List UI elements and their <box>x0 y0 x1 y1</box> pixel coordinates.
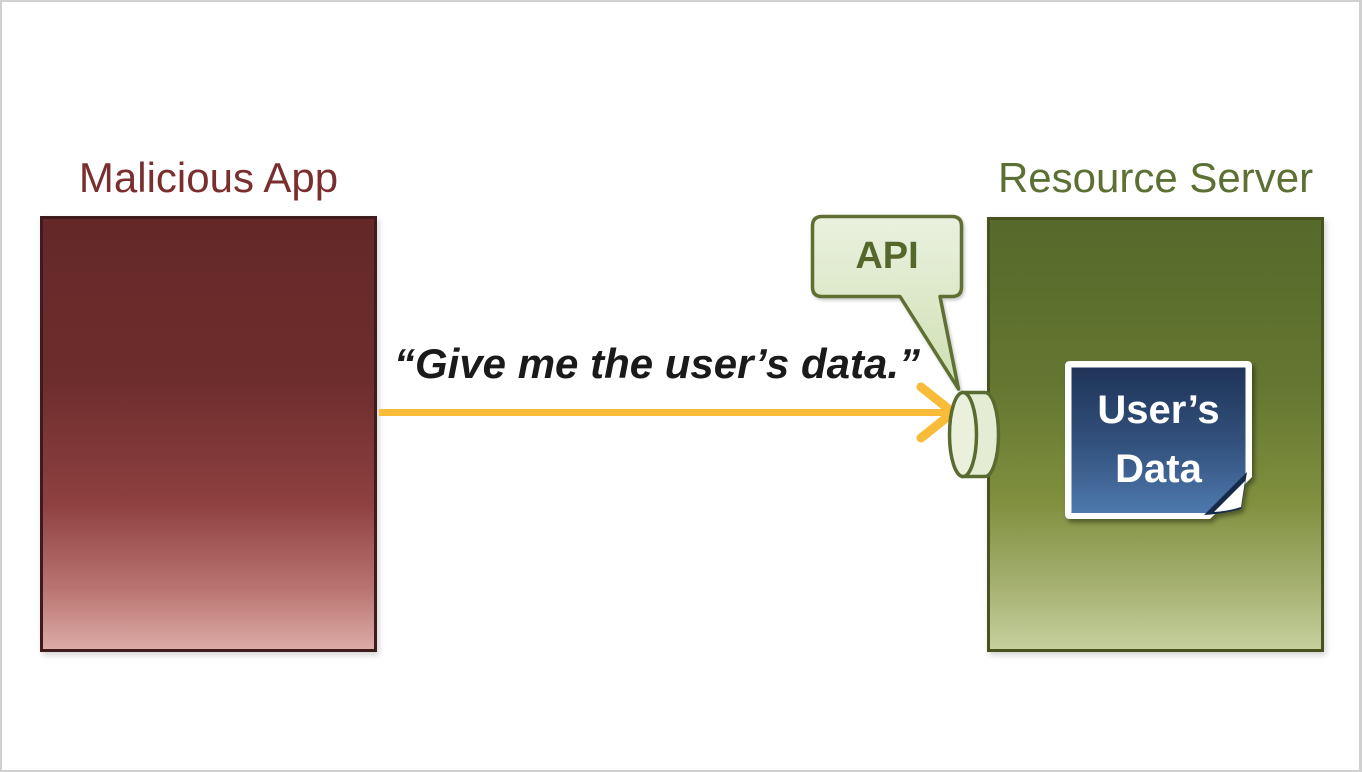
note-fold-flap-icon <box>1214 481 1245 512</box>
resource-server-title: Resource Server <box>997 154 1314 201</box>
api-callout-shape <box>810 214 964 391</box>
users-data-line1: User’s <box>1097 388 1220 432</box>
malicious-app-box <box>40 216 377 652</box>
api-label: API <box>855 235 919 277</box>
api-port-cylinder-icon <box>947 390 1001 479</box>
users-data-note <box>1065 361 1252 519</box>
malicious-app-title: Malicious App <box>78 154 339 201</box>
request-message: “Give me the user’s data.” <box>393 340 920 387</box>
api-callout-bubble <box>810 214 964 391</box>
request-arrow <box>379 382 958 443</box>
users-data-line2: Data <box>1115 447 1202 491</box>
api-port-opening <box>947 390 979 479</box>
note-blue-face <box>1071 367 1246 513</box>
